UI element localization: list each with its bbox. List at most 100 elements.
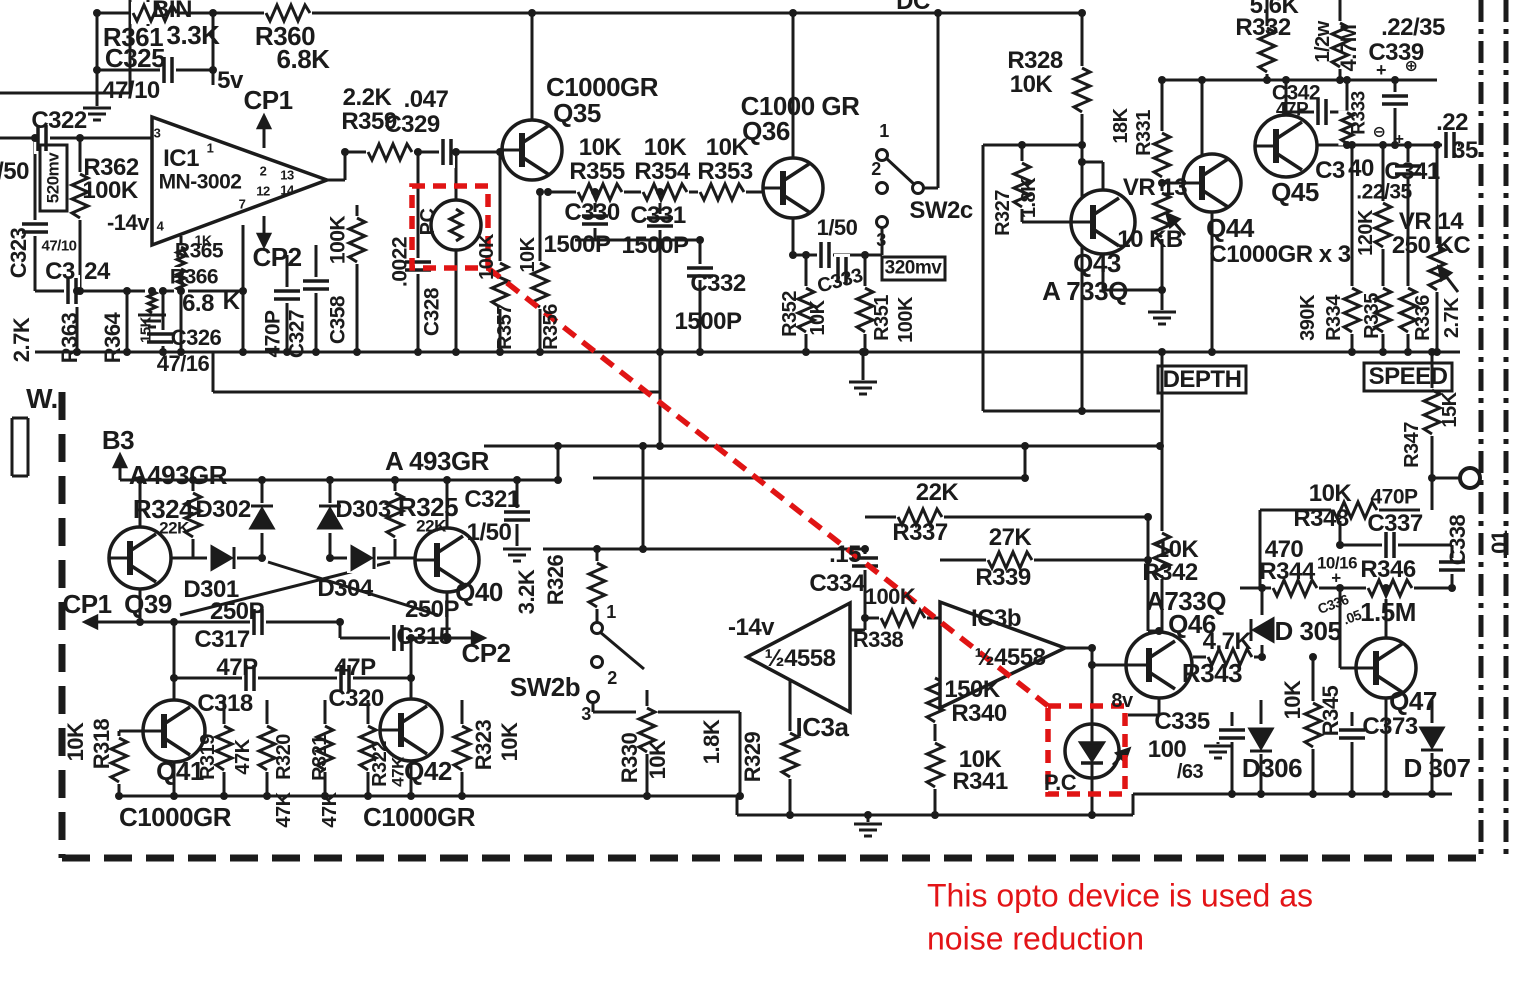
- schematic-label: 250 KC: [1391, 232, 1471, 259]
- schematic-label: 10K: [1009, 71, 1053, 98]
- schematic-label: C330: [564, 199, 620, 226]
- schematic-label: Q47: [1389, 686, 1437, 716]
- opto-devices: [429, 198, 1121, 780]
- schematic-label: 7: [238, 196, 246, 212]
- schematic-label: 1K: [194, 232, 212, 248]
- schematic-label: R361: [102, 22, 164, 52]
- schematic-label: 250P: [404, 596, 460, 623]
- schematic-label: 14: [280, 182, 294, 198]
- schematic-label: .047: [403, 86, 449, 113]
- schematic-label: R353: [697, 158, 753, 185]
- schematic-label: D304: [317, 575, 373, 602]
- schematic-label: A493GR: [128, 460, 228, 490]
- schematic-label: C326: [170, 325, 222, 350]
- schematic-label: W.: [26, 383, 58, 414]
- label-boxes: [38, 143, 1454, 395]
- schematic-label: R333: [1348, 91, 1370, 135]
- schematic-label: A 733Q: [1042, 276, 1128, 306]
- schematic-label: 10K: [63, 722, 88, 762]
- schematic-label: R354: [634, 158, 690, 185]
- schematic-label: 3.2K: [514, 569, 539, 615]
- schematic-label: 2: [607, 668, 617, 688]
- schematic-label: R365: [174, 239, 224, 263]
- schematic-label: R356: [540, 304, 562, 350]
- schematic-label: 10/16: [1316, 553, 1358, 573]
- schematic-label: 24: [84, 258, 110, 285]
- schematic-label: 18K: [1110, 108, 1132, 144]
- schematic-label: R328: [1007, 47, 1063, 74]
- schematic-label: 2: [871, 159, 881, 179]
- schematic-label: D303: [335, 496, 391, 523]
- schematic-label: .22: [1436, 109, 1468, 136]
- schematic-label: R364: [100, 312, 125, 364]
- schematic-label: 1: [606, 602, 616, 622]
- schematic-label: 10K: [578, 134, 622, 161]
- schematic-label: SW2b: [509, 672, 581, 702]
- schematic-label: C323: [6, 227, 31, 279]
- schematic-label: -14v: [727, 614, 775, 641]
- schematic-label: C341: [1384, 158, 1440, 185]
- schematic-label: R341: [952, 768, 1008, 795]
- schematic-label: C331: [630, 202, 686, 229]
- schematic-label: R362: [83, 154, 139, 181]
- schematic-label: ⊕: [1404, 58, 1418, 75]
- schematic-label: 470P: [1370, 485, 1418, 509]
- schematic-label: R347: [1401, 422, 1423, 468]
- schematic-label: D301: [183, 576, 239, 603]
- schematic-label: 3.3K: [166, 20, 220, 50]
- schematic-label: Q43: [1073, 248, 1121, 278]
- schematic-label: 1: [879, 121, 889, 141]
- schematic-label: R324: [132, 494, 194, 524]
- schematic-label: 12: [256, 183, 270, 199]
- schematic-label: C3: [1315, 157, 1345, 184]
- schematic-label: C358: [326, 295, 350, 345]
- schematic-label: 13: [280, 167, 294, 183]
- schematic-label: R331: [1133, 110, 1155, 156]
- schematic-label: 47K: [319, 792, 341, 828]
- schematic-label: CP2: [461, 638, 511, 668]
- schematic-label: DC: [896, 0, 930, 15]
- schematic-label: 100K: [895, 297, 917, 343]
- schematic-label: VR 13: [1122, 174, 1188, 201]
- schematic-label: R363: [57, 312, 82, 364]
- schematic-label: DEPTH: [1162, 366, 1242, 393]
- schematic-label: 6.8: [182, 290, 214, 317]
- schematic-label: C320: [328, 685, 384, 712]
- schematic-label: 10K: [497, 722, 522, 762]
- schematic-label: 10K: [807, 300, 829, 336]
- schematic-label: C321: [464, 486, 520, 513]
- schematic-label: C328: [420, 287, 444, 337]
- schematic-label: C325: [104, 43, 166, 73]
- schematic-label: 10 KB: [1117, 226, 1183, 253]
- schematic-label: C315: [396, 623, 452, 650]
- schematic-label: 520mv: [43, 152, 63, 204]
- schematic-label: ⊖: [1372, 124, 1386, 141]
- schematic-label: SPEED: [1368, 363, 1448, 390]
- schematic-label: C1000GR: [362, 802, 476, 832]
- schematic-label: 47/16: [156, 351, 210, 376]
- schematic-label: C373: [1362, 713, 1418, 740]
- schematic-label: /63: [1176, 761, 1204, 783]
- schematic-label: 47K: [273, 792, 295, 828]
- schematic-label: Q42: [404, 756, 452, 786]
- red-annotation-box-1: [409, 183, 491, 271]
- schematic-label: .22/35: [1356, 180, 1412, 204]
- schematic-label: Q44: [1206, 213, 1254, 243]
- schematic-label: 22K: [159, 518, 189, 538]
- schematic-label: R366: [169, 265, 219, 289]
- schematic-label: R338: [852, 627, 904, 652]
- schematic-label: R318: [89, 718, 114, 770]
- schematic-label: 4.7M: [1336, 24, 1361, 72]
- schematic-label: R330: [617, 732, 642, 784]
- schematic-label: ½4558: [974, 644, 1046, 671]
- schematic-label: 10K: [643, 134, 687, 161]
- schematic-label: 47K: [388, 757, 408, 787]
- schematic-label: 8v: [1111, 690, 1133, 712]
- schematic-label: 47P: [1275, 99, 1309, 121]
- schematic-label: D 305: [1274, 616, 1342, 646]
- schematic-label: 1: [206, 140, 214, 156]
- schematic-label: D302: [195, 496, 251, 523]
- schematic-label: 150K: [944, 676, 1000, 703]
- schematic-label: R336: [1412, 295, 1434, 341]
